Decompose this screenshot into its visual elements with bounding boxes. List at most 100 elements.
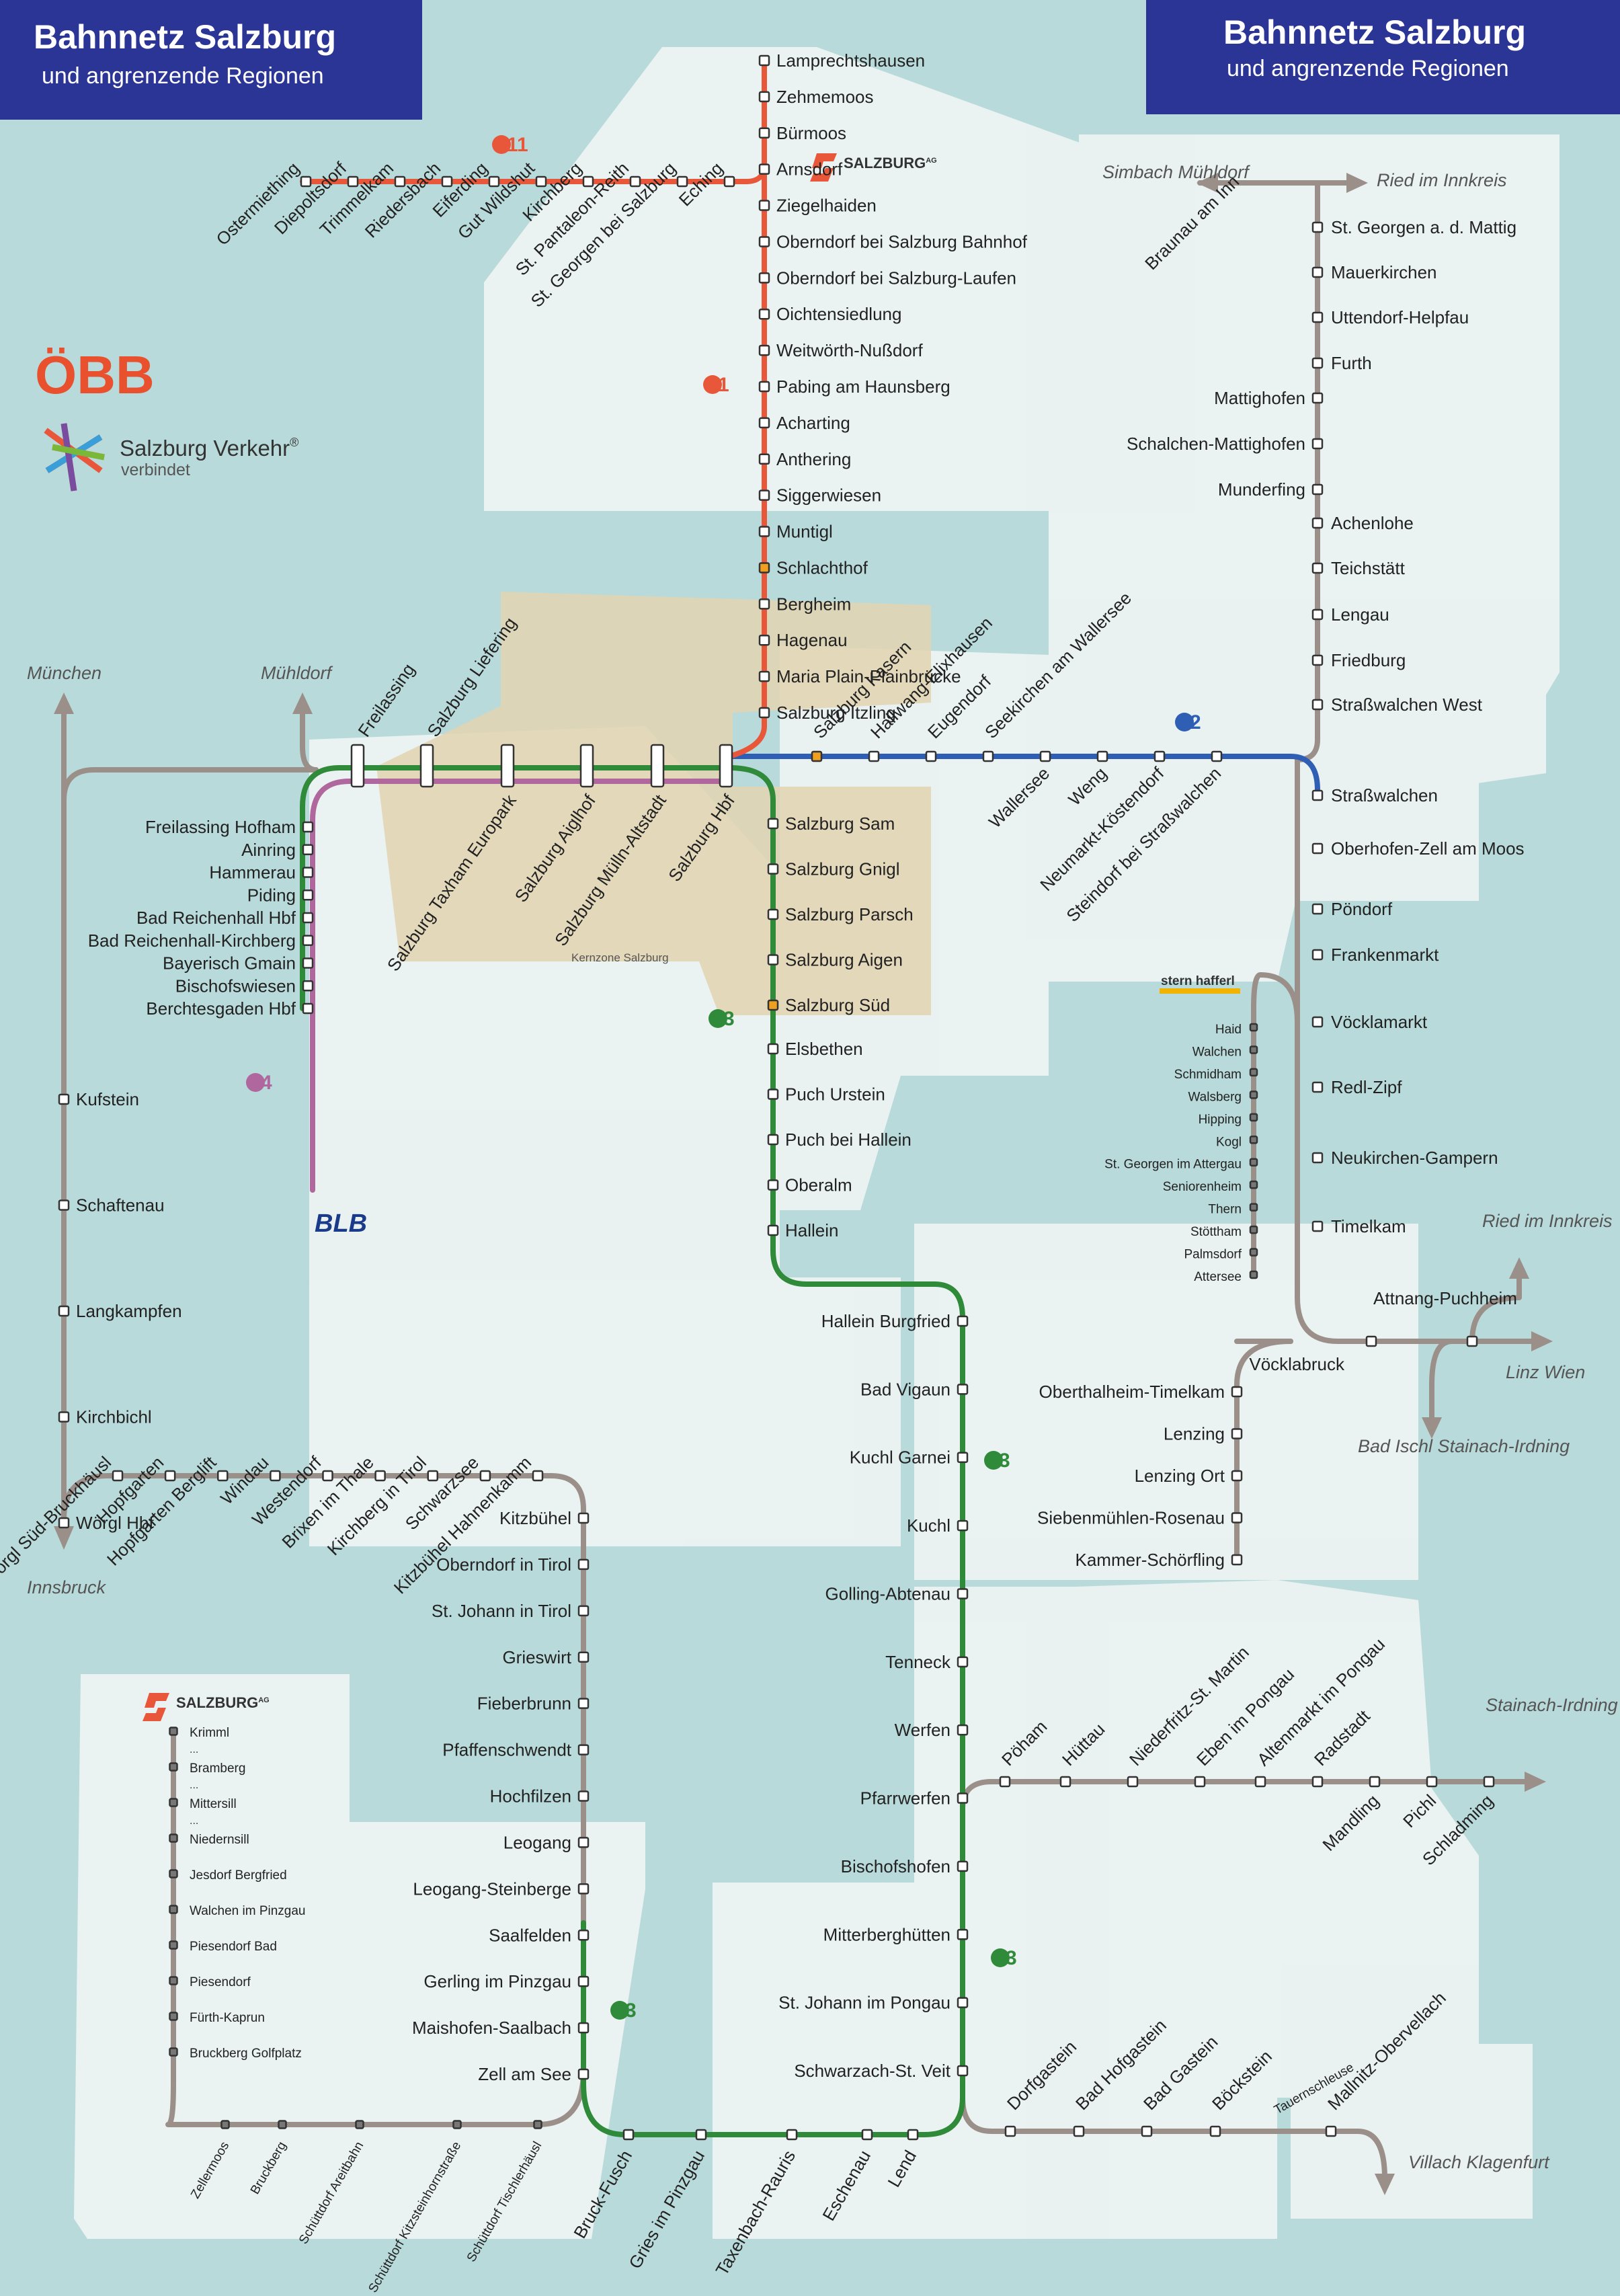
station-marker [1073, 2125, 1085, 2137]
station-marker [1483, 1776, 1495, 1788]
station-marker [577, 1698, 590, 1709]
core-station-marker [419, 744, 434, 788]
station-schmidham: Schmidham [1174, 1068, 1242, 1082]
station-schwarzach-st-veit: Schwarzach-St. Veit [794, 2061, 950, 2081]
station-p-ndorf: Pöndorf [1331, 899, 1393, 919]
station-marker [1059, 1776, 1071, 1788]
header-right: Bahnnetz Salzburg und angrenzende Region… [1146, 0, 1620, 114]
station-saalfelden: Saalfelden [489, 1925, 571, 1945]
station-stra-walchen-west: Straßwalchen West [1331, 695, 1483, 715]
salzburg-verkehr-tagline: verbindet [121, 461, 190, 479]
oebb-logo: ÖBB [35, 345, 155, 405]
station-marker [577, 1883, 590, 1895]
station-marker [1249, 1023, 1258, 1032]
station-puch-urstein: Puch Urstein [785, 1084, 885, 1105]
station-marker [1249, 1248, 1258, 1257]
station-marker [1249, 1158, 1258, 1166]
station-marker [1231, 1386, 1243, 1398]
station-marker [868, 750, 880, 762]
stern-hafferl-logo: stern hafferl [1161, 974, 1235, 988]
station-marker [577, 1975, 590, 1987]
salzburg-verkehr-logo-icon [44, 423, 105, 491]
station-marker [302, 821, 314, 833]
station-marker [758, 598, 770, 610]
station-marker [758, 344, 770, 356]
station-marker [767, 908, 779, 920]
station-kuchl-garnei: Kuchl Garnei [850, 1448, 950, 1468]
station-w-rgl-hbf: Wörgl Hbf [76, 1513, 154, 1533]
dest-linz: Linz Wien [1506, 1362, 1585, 1382]
station-marker [758, 453, 770, 465]
station-marker [1365, 1335, 1377, 1347]
station-marker [758, 562, 770, 573]
station-elsbethen: Elsbethen [785, 1039, 863, 1059]
core-station-marker [719, 744, 733, 788]
station-freilassing-hofham: Freilassing Hofham [145, 817, 296, 837]
station-marker [1311, 438, 1324, 450]
station-tenneck: Tenneck [885, 1652, 951, 1672]
station-marker [1004, 2125, 1016, 2137]
station-gerling-im-pinzgau: Gerling im Pinzgau [423, 1971, 571, 1991]
station-lenzing-ort: Lenzing Ort [1135, 1466, 1225, 1486]
station-marker [758, 91, 770, 103]
station-marker [1311, 842, 1324, 855]
station-leogang-steinberge: Leogang-Steinberge [413, 1878, 571, 1899]
station-lenzing: Lenzing [1164, 1424, 1225, 1444]
station-salzburg-gnigl: Salzburg Gnigl [785, 859, 900, 879]
station-oberhofen-zell-am-moos: Oberhofen-Zell am Moos [1331, 838, 1525, 859]
station-marker [577, 1605, 590, 1617]
station-marker [925, 750, 937, 762]
station-marker [169, 1905, 178, 1914]
station-marker [1249, 1203, 1258, 1212]
station-marker [1311, 562, 1324, 574]
station-v-cklamarkt: Vöcklamarkt [1331, 1012, 1428, 1032]
line-s3-label-2: S3 [985, 1450, 1010, 1472]
sv-reg: ® [290, 436, 298, 449]
station-marker [957, 2065, 969, 2077]
core-station-marker [650, 744, 665, 788]
station-marker [767, 818, 779, 830]
station-marker [532, 1470, 544, 1482]
station-ellipsis: ... [190, 1815, 198, 1827]
line-s3-label-4: S3 [612, 2000, 637, 2022]
line-s3-label-1: S3 [710, 1008, 735, 1030]
station-marker [582, 175, 594, 188]
station-marker [1311, 517, 1324, 529]
station-bischofswiesen: Bischofswiesen [175, 976, 296, 996]
line-labels: S1 S11 S2 S3 S3 S3 S3 S4 [246, 134, 1201, 2022]
station-marker [861, 2129, 873, 2141]
station-marker [169, 2047, 178, 2057]
station-marker [1249, 1045, 1258, 1054]
station-bergheim: Bergheim [776, 594, 851, 614]
station-marker [1311, 903, 1324, 915]
dest-innsbruck: Innsbruck [27, 1577, 107, 1597]
station-walsberg: Walsberg [1188, 1090, 1242, 1104]
station-marker [1127, 1776, 1139, 1788]
station-marker [1325, 2125, 1337, 2137]
station-uttendorf-helpfau: Uttendorf-Helpfau [1331, 307, 1469, 327]
station-furth: Furth [1331, 353, 1372, 373]
station-marker [907, 2129, 919, 2141]
station-marker [58, 1305, 70, 1317]
station-marker [811, 750, 823, 762]
station-marker [58, 1411, 70, 1423]
kernzone-label: Kernzone Salzburg [571, 951, 669, 964]
station-kufstein: Kufstein [76, 1089, 139, 1109]
salzburg-ag-logo: SALZBURGAG [810, 153, 937, 182]
station-marker [169, 1976, 178, 1985]
station-fieberbrunn: Fieberbrunn [477, 1694, 571, 1714]
station-marker [1231, 1428, 1243, 1439]
station-kuchl: Kuchl [907, 1515, 950, 1536]
station-marker [302, 889, 314, 901]
station-marker [758, 200, 770, 211]
station-marker [1194, 1776, 1206, 1788]
station-marker [999, 1776, 1011, 1788]
station-hallein-burgfried: Hallein Burgfried [821, 1311, 950, 1331]
line-s4-label: S4 [247, 1072, 272, 1094]
station-siebenm-hlen-rosenau: Siebenmühlen-Rosenau [1037, 1508, 1225, 1528]
station-marker [1311, 1016, 1324, 1028]
salzburg-verkehr-name: Salzburg Verkehr® [120, 436, 298, 461]
station-marker [535, 175, 547, 188]
station-leogang: Leogang [503, 1832, 571, 1852]
line-s1-label: S1 [704, 374, 729, 396]
